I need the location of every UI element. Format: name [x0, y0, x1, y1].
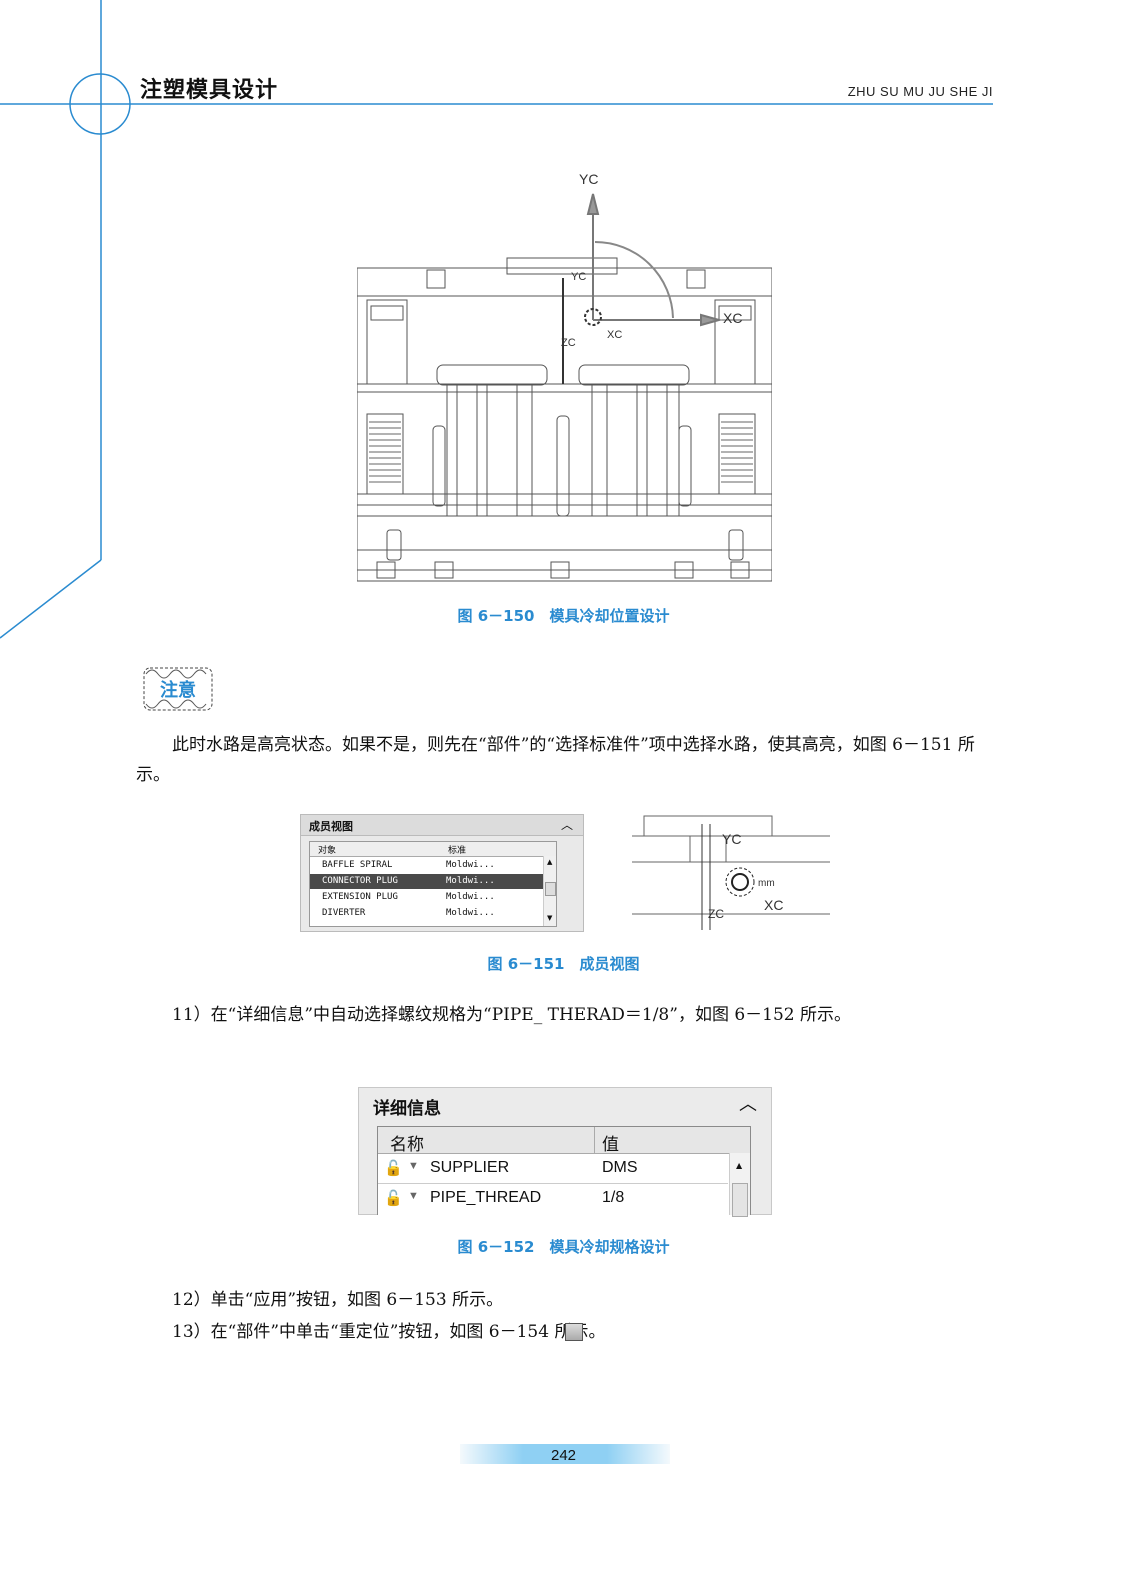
row-standard: Moldwi... — [446, 860, 495, 870]
detail-table: 名称 值 🔓 ▼ SUPPLIER DMS 🔓 ▼ PIPE_THREAD 1/… — [377, 1126, 751, 1217]
table-row[interactable]: 🔓 ▼ PIPE_THREAD 1/8 — [378, 1185, 728, 1213]
note-paragraph: 此时水路是高亮状态。如果不是，则先在“部件”的“选择标准件”项中选择水路，使其高… — [136, 735, 975, 785]
detail-info-title: 详细信息 — [373, 1099, 441, 1119]
row-standard: Moldwi... — [446, 876, 495, 886]
scroll-thumb[interactable] — [545, 882, 556, 896]
ornament-frame-icon — [143, 667, 213, 711]
member-view-title: 成员视图 — [309, 820, 353, 833]
detail-info-panel: 详细信息 ︿ 名称 值 🔓 ▼ SUPPLIER DMS 🔓 ▼ PIPE_TH… — [358, 1087, 772, 1217]
xc-axis-label: XC — [764, 897, 783, 913]
column-standard: 标准 — [448, 846, 467, 856]
figure-150-caption: 图 6－150 模具冷却位置设计 — [457, 607, 670, 625]
page-number-bar — [460, 1444, 670, 1464]
lock-icon[interactable]: 🔓 — [384, 1190, 403, 1207]
figure-151-caption: 图 6－151 成员视图 — [487, 955, 640, 973]
chevron-down-icon[interactable]: ▼ — [408, 1190, 419, 1202]
row-object: BAFFLE SPIRAL — [322, 860, 393, 870]
relocate-button-icon — [565, 1323, 583, 1341]
xc-axis-label: XC — [723, 310, 742, 326]
page-number: 242 — [550, 1447, 577, 1464]
table-row[interactable]: DIVERTER Moldwi... — [310, 906, 556, 921]
row-name: PIPE_THREAD — [430, 1189, 542, 1206]
zoomed-cad-view: YC mm XC ZC — [632, 815, 830, 930]
column-name: 名称 — [390, 1135, 424, 1155]
scroll-up-icon[interactable]: ▲ — [547, 858, 553, 866]
scroll-thumb[interactable] — [732, 1183, 748, 1217]
row-object: EXTENSION PLUG — [322, 892, 398, 902]
row-divider — [378, 1183, 728, 1184]
table-row[interactable]: 🔓 ▼ SUPPLIER DMS — [378, 1155, 728, 1183]
member-view-table: 对象 标准 BAFFLE SPIRAL Moldwi... CONNECTOR … — [309, 841, 557, 927]
table-scrollbar[interactable]: ▲ — [729, 1153, 750, 1217]
lock-icon[interactable]: 🔓 — [384, 1160, 403, 1177]
row-standard: Moldwi... — [446, 892, 495, 902]
member-view-panel: 成员视图 ︿ 对象 标准 BAFFLE SPIRAL Moldwi... CON… — [300, 814, 584, 932]
page-decoration — [0, 0, 993, 639]
note-badge: 注意 — [140, 664, 216, 714]
figure-152-caption: 图 6－152 模具冷却规格设计 — [457, 1238, 670, 1256]
collapse-icon[interactable]: ︿ — [739, 1094, 757, 1115]
step-11: 11）在“详细信息”中自动选择螺纹规格为“PIPE_ THERAD＝1/8”，如… — [172, 1005, 852, 1025]
collapse-icon[interactable]: ︿ — [560, 818, 573, 832]
yc-small-label: YC — [571, 271, 586, 283]
step-13-text: 13）在“部件”中单击“重定位”按钮，如图 6－154 所示。 — [172, 1322, 606, 1342]
table-row[interactable]: BAFFLE SPIRAL Moldwi... — [310, 858, 556, 873]
row-name: SUPPLIER — [430, 1159, 510, 1176]
row-object: CONNECTOR PLUG — [322, 876, 398, 886]
table-row-selected[interactable]: CONNECTOR PLUG Moldwi... — [310, 874, 556, 889]
scroll-up-icon[interactable]: ▲ — [736, 1161, 743, 1170]
row-value: 1/8 — [602, 1189, 625, 1206]
figure-150-mold-drawing: YC YC XC XC ZC — [356, 160, 773, 582]
note-label: 注意 — [160, 680, 196, 701]
mm-label: mm — [758, 878, 775, 889]
step-12: 12）单击“应用”按钮，如图 6－153 所示。 — [172, 1290, 504, 1310]
zc-axis-label: ZC — [708, 907, 724, 921]
row-standard: Moldwi... — [446, 908, 495, 918]
xc-small-label: XC — [607, 329, 622, 341]
table-row[interactable]: EXTENSION PLUG Moldwi... — [310, 890, 556, 905]
table-header: 对象 标准 — [310, 842, 556, 857]
yc-axis-label: YC — [722, 831, 741, 847]
column-divider — [594, 1127, 595, 1153]
mold-cad-view: YC YC XC XC ZC — [356, 171, 773, 582]
zc-axis-label: ZC — [561, 337, 576, 349]
table-scrollbar[interactable]: ▲ ▼ — [543, 856, 556, 926]
table-header: 名称 值 — [378, 1127, 750, 1155]
chevron-down-icon[interactable]: ▼ — [408, 1160, 419, 1172]
yc-axis-label: YC — [579, 171, 598, 187]
step-13: 13）在“部件”中单击“重定位”按钮，如图 6－154 所示。 — [136, 1317, 605, 1347]
book-title-pinyin: ZHU SU MU JU SHE JI — [847, 84, 993, 99]
figure-151-zoom-view: YC mm XC ZC — [632, 814, 830, 930]
book-title: 注塑模具设计 — [140, 78, 279, 103]
row-object: DIVERTER — [322, 908, 366, 918]
scroll-down-icon[interactable]: ▼ — [547, 914, 553, 922]
column-object: 对象 — [318, 846, 337, 856]
column-value: 值 — [602, 1135, 619, 1155]
row-value: DMS — [602, 1159, 638, 1176]
member-view-header: 成员视图 ︿ — [301, 815, 583, 836]
